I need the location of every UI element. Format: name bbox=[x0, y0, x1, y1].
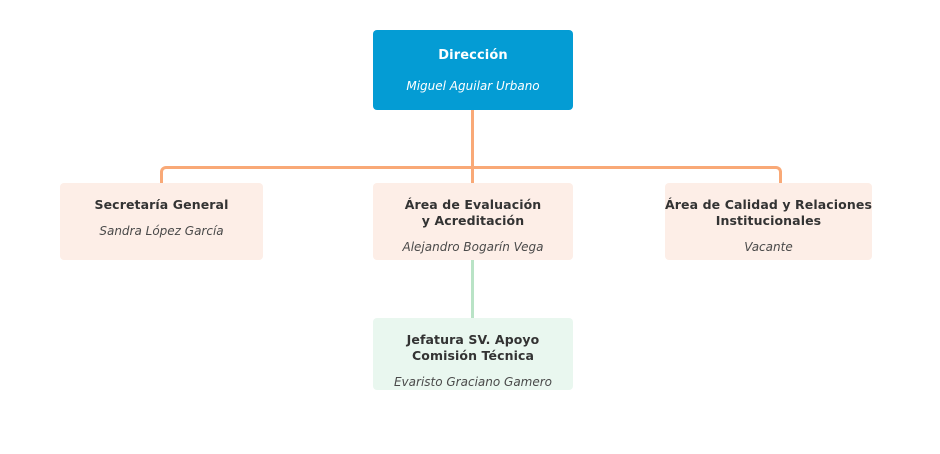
node-title: Secretaría General bbox=[94, 197, 229, 212]
node-person: Evaristo Graciano Gamero bbox=[393, 375, 553, 389]
node-title: Área de Calidad y Relaciones Institucion… bbox=[665, 197, 872, 228]
node-person: Sandra López García bbox=[99, 224, 224, 238]
node-area-evaluacion[interactable]: Área de Evaluación y Acreditación Alejan… bbox=[373, 183, 573, 260]
node-title: Dirección bbox=[438, 48, 508, 63]
node-person: Vacante bbox=[744, 240, 793, 254]
node-title: Área de Evaluación y Acreditación bbox=[404, 197, 542, 228]
node-title: Jefatura SV. Apoyo Comisión Técnica bbox=[406, 332, 540, 363]
connector-bus-to-area-evaluacion bbox=[471, 166, 474, 186]
connector-direccion-stem bbox=[471, 110, 474, 168]
node-person: Miguel Aguilar Urbano bbox=[406, 79, 540, 93]
connector-area-evaluacion-to-jefatura bbox=[471, 260, 474, 318]
node-area-calidad[interactable]: Área de Calidad y Relaciones Institucion… bbox=[665, 183, 872, 260]
node-person: Alejandro Bogarín Vega bbox=[402, 240, 544, 254]
node-direccion[interactable]: Dirección Miguel Aguilar Urbano bbox=[373, 30, 573, 110]
node-secretaria-general[interactable]: Secretaría General Sandra López García bbox=[60, 183, 263, 260]
node-jefatura-apoyo[interactable]: Jefatura SV. Apoyo Comisión Técnica Evar… bbox=[373, 318, 573, 390]
